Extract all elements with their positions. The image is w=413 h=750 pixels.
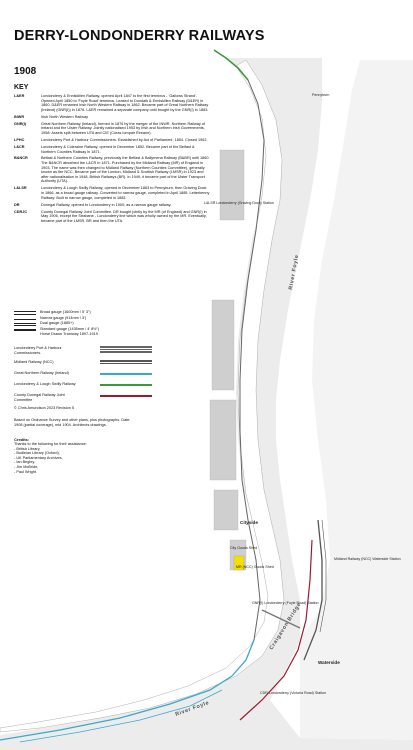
gauge-label: Narrow gauge (914mm / 3') <box>40 315 87 320</box>
company-label: Londonderry & Lough Swilly Railway <box>14 382 76 386</box>
source-note: Based on Ordnance Survey and other plans… <box>14 418 131 427</box>
dual-gauge-symbol <box>14 322 36 326</box>
gauge-row: Narrow gauge (914mm / 3') <box>14 316 144 322</box>
key-code: CDRJC <box>14 209 28 214</box>
tramway-note: Horse Drawn Tramway 1897-1919 <box>40 332 98 336</box>
key-row: L&CR Londonderry & Coleraine Railway, ope… <box>14 145 210 154</box>
gauge-row: Standard gauge (1435mm / 4' 8½") <box>14 327 144 333</box>
credits-line: - Paul Wright. <box>14 469 37 474</box>
company-color-swatch <box>100 346 152 353</box>
map-label-city-goods-shed: City Goods Shed <box>230 546 257 550</box>
gauge-row: Dual gauge (1885+) <box>14 321 144 327</box>
lphc-line <box>239 79 265 641</box>
credits-title: Credits: <box>14 437 30 442</box>
credits: Credits: Thanks to the following for the… <box>14 437 134 474</box>
company-label: Great Northern Railway (Ireland) <box>14 371 69 375</box>
gauge-legend: Broad gauge (1600mm / 5' 3") Narrow gaug… <box>14 310 144 337</box>
key-row: L&LSR Londonderry & Lough Swilly Railway,… <box>14 186 210 200</box>
gnri-line <box>0 639 255 741</box>
map-label-midland-station: Midland Railway (NCC) Waterside Station <box>334 557 401 561</box>
map-label-cityside: Cityside <box>240 520 258 525</box>
key-text: County Donegal Railway Joint Committee. … <box>41 209 207 223</box>
standard-gauge-symbol <box>14 329 36 332</box>
key-code: LPHC <box>14 137 25 142</box>
narrow-gauge-symbol <box>14 318 36 320</box>
company-color-swatch <box>100 360 152 365</box>
key-code: DR <box>14 202 20 207</box>
company-color-swatch <box>100 384 152 386</box>
gauge-row: Broad gauge (1600mm / 5' 3") <box>14 310 144 316</box>
gauge-label: Dual gauge (1885+) <box>40 321 74 326</box>
key-code: L&LSR <box>14 186 27 191</box>
map-label-gnri-station: GNR(I) Londonderry (Foyle Road) Station <box>252 601 319 605</box>
key-row: INWR Irish North Western Railway <box>14 115 210 120</box>
key-text: Londonderry & Enniskillen Railway, opene… <box>41 94 209 112</box>
key-row: CDRJC County Donegal Railway Joint Commit… <box>14 210 210 224</box>
key-code: INWR <box>14 114 25 119</box>
key-code: L&CR <box>14 144 25 149</box>
company-label: Midland Railway (NCC) <box>14 360 54 364</box>
key-heading: KEY <box>14 84 29 91</box>
key-list: L&ER Londonderry & Enniskillen Railway, o… <box>14 94 210 226</box>
map-year: 1908 <box>14 66 37 77</box>
key-text: Great Northern Railway (Ireland), formed… <box>41 121 205 135</box>
company-color-swatch <box>100 395 152 397</box>
company-legend: Londonderry Port & Harbour Commissioners… <box>14 345 164 403</box>
llsr-line <box>213 49 249 81</box>
key-row: DR Donegal Railway, opened to Londonderry… <box>14 203 210 208</box>
key-row: LPHC Londonderry Port & Harbour Commissio… <box>14 138 210 143</box>
credits-line: - Bodleian Library (Oxford), <box>14 451 60 456</box>
map-label-pennyburn: Pennyburn <box>312 93 329 97</box>
key-text: Irish North Western Railway <box>41 114 88 119</box>
gauge-label: Broad gauge (1600mm / 5' 3") <box>40 310 91 315</box>
credits-intro: Thanks to the following for their assist… <box>14 442 87 446</box>
mr-goods-shed-building <box>233 555 245 571</box>
broad-gauge-symbol <box>14 311 36 316</box>
key-code: GNR(I) <box>14 121 27 126</box>
company-row: Great Northern Railway (Ireland) <box>14 370 164 381</box>
company-row: County Donegal Railway Joint Committee <box>14 392 164 403</box>
waterside-land <box>300 60 413 740</box>
cdrjc-line <box>239 539 313 721</box>
credits-line: - Jim McBride, <box>14 464 39 469</box>
ncc-line <box>303 519 323 661</box>
credits-line: - UK Parliamentary Archives, <box>14 455 63 460</box>
river-foyle <box>0 59 285 733</box>
company-row: Londonderry & Lough Swilly Railway <box>14 381 164 392</box>
key-text: Belfast & Northern Counties Railway, pre… <box>41 156 210 184</box>
key-row: L&ER Londonderry & Enniskillen Railway, o… <box>14 94 210 112</box>
company-label: Londonderry Port & Harbour Commissioners… <box>14 346 62 355</box>
key-text: Londonderry & Lough Swilly Railway, open… <box>41 186 210 200</box>
company-label: County Donegal Railway Joint Committee <box>14 393 65 402</box>
key-text: Londonderry & Coleraine Railway, opened … <box>41 144 195 154</box>
company-color-swatch <box>100 373 152 375</box>
gnri-line-2 <box>19 689 223 743</box>
company-row: Londonderry Port & Harbour Commissioners… <box>14 345 164 359</box>
key-text: Londonderry Port & Harbour Commissioners… <box>41 137 208 142</box>
company-row: Midland Railway (NCC) <box>14 359 164 370</box>
map-label-mr-goods-shed: MR (NCC) Goods Shed <box>236 565 274 569</box>
map-label-llsr-station: L&LSR Londonderry (Graving Dock) Station <box>204 201 274 205</box>
page-title: DERRY-LONDONDERRY RAILWAYS <box>14 28 265 44</box>
key-text: Donegal Railway, opened to Londonderry i… <box>41 202 172 207</box>
key-code: L&ER <box>14 94 25 98</box>
ncc-line-2 <box>319 519 327 633</box>
copyright: © Chris Amundson 2023 Revision 5 <box>14 406 74 410</box>
gauge-label: Standard gauge (1435mm / 4' 8½") <box>40 326 100 331</box>
map-label-cdr-station: CDR Londonderry (Victoria Road) Station <box>260 691 326 695</box>
cityside-buildings <box>209 149 247 571</box>
credits-line: - Ian Begley, <box>14 460 36 465</box>
map-label-waterside: Waterside <box>318 660 340 665</box>
key-row: B&NCR Belfast & Northern Counties Railway… <box>14 156 210 184</box>
key-row: GNR(I) Great Northern Railway (Ireland), … <box>14 122 210 136</box>
craigavon-bridge <box>261 609 301 629</box>
credits-line: - British Library, <box>14 446 41 451</box>
key-code: B&NCR <box>14 156 28 161</box>
